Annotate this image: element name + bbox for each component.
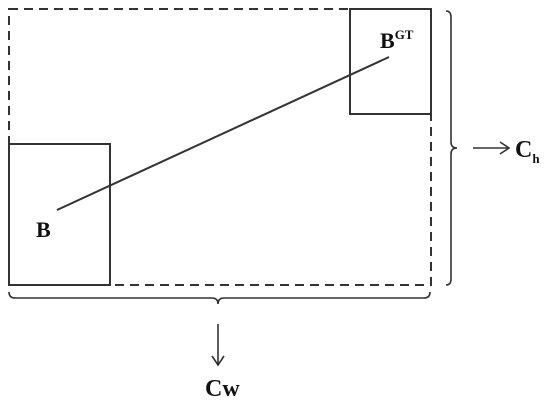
enclosing-box-c <box>8 8 432 286</box>
width-arrow-head <box>211 355 225 367</box>
center-distance-line <box>56 56 390 211</box>
ground-truth-box <box>349 8 432 115</box>
label-b: B <box>36 217 51 242</box>
height-arrow-head <box>499 141 511 155</box>
width-brace <box>8 291 431 305</box>
label-b-gt: BGT <box>380 27 414 53</box>
label-c-h: Ch <box>515 137 540 166</box>
label-c-w: Cw <box>205 376 240 402</box>
predicted-box-b <box>8 143 111 286</box>
height-brace <box>445 10 458 286</box>
